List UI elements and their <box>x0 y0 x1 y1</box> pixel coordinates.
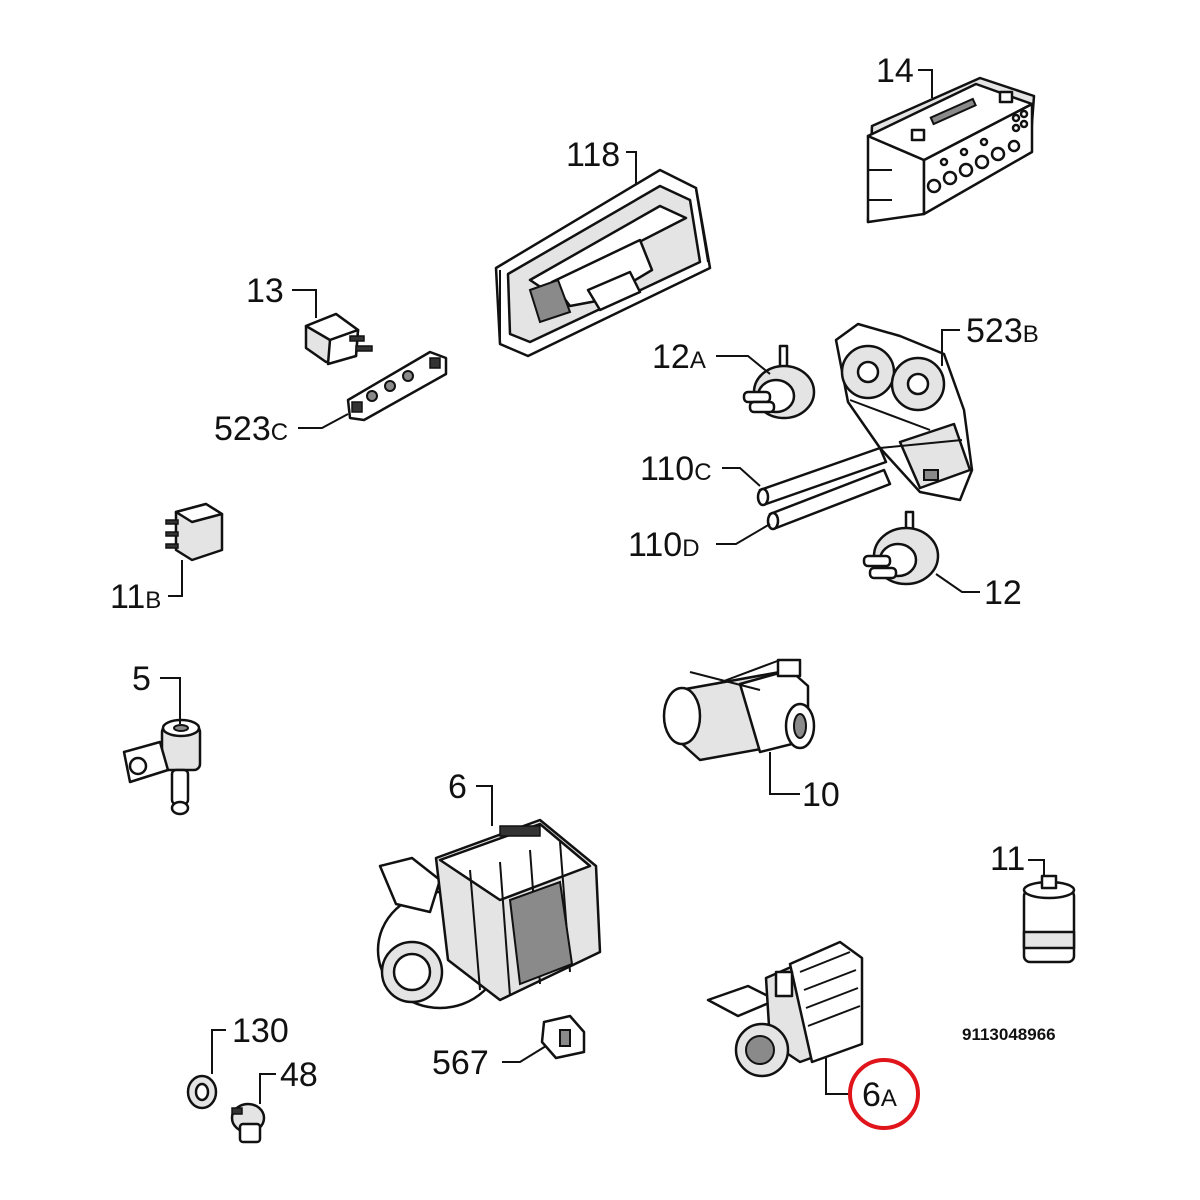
callout-11: 11 <box>990 840 1025 878</box>
leader-12 <box>935 573 980 593</box>
leader-5 <box>160 677 181 724</box>
leader-118 <box>626 151 637 184</box>
panel-knobs <box>926 109 1029 194</box>
part-6-circulation-pump <box>376 818 602 1010</box>
leader-523c <box>298 413 349 429</box>
part-118-door-panel <box>494 168 712 358</box>
part-523b-mounting-plate <box>834 322 974 502</box>
callout-10: 10 <box>802 776 840 814</box>
leader-110c <box>722 467 761 487</box>
callout-11b: 11B <box>110 578 161 616</box>
callout-48: 48 <box>280 1056 318 1094</box>
callout-12: 12 <box>984 574 1022 612</box>
callout-110d: 110D <box>628 526 700 564</box>
leader-13 <box>292 289 317 318</box>
callout-6: 6 <box>448 768 467 806</box>
part-10-heater <box>662 658 816 762</box>
callout-523c: 523C <box>214 410 288 448</box>
callout-130: 130 <box>232 1012 289 1050</box>
highlight-circle <box>848 1058 920 1130</box>
leader-130 <box>211 1029 226 1074</box>
part-6a-drain-pump <box>706 940 864 1078</box>
part-11b-relay <box>165 502 224 562</box>
leader-110d <box>716 523 771 545</box>
part-110d-hose <box>766 468 892 531</box>
callout-118: 118 <box>566 136 620 174</box>
part-11-capacitor <box>1022 874 1076 964</box>
leader-14 <box>918 69 933 98</box>
leader-11b <box>168 560 183 597</box>
callout-12a: 12A <box>652 338 706 376</box>
part-13-switch <box>304 312 373 366</box>
callout-110c: 110C <box>640 450 712 488</box>
callout-6a: 6A <box>862 1076 897 1114</box>
callout-523b: 523B <box>966 312 1039 350</box>
leader-12a <box>716 355 771 375</box>
leader-11 <box>1028 859 1045 876</box>
callout-14: 14 <box>876 52 914 90</box>
callout-5: 5 <box>132 660 151 698</box>
part-130-seal-ring <box>186 1074 218 1110</box>
part-5-inlet-valve <box>122 718 202 816</box>
leader-48 <box>259 1073 276 1104</box>
part-110c-hose <box>756 446 888 507</box>
callout-567: 567 <box>432 1044 489 1082</box>
part-14-control-panel <box>866 76 1036 224</box>
leader-567 <box>502 1045 547 1063</box>
leader-523b <box>941 329 960 366</box>
part-48-plug <box>230 1102 266 1144</box>
leader-10 <box>769 752 800 795</box>
leader-6 <box>476 785 493 826</box>
part-567-clip <box>540 1014 586 1060</box>
part-523c-bracket <box>346 350 448 422</box>
leader-6a <box>825 1058 852 1095</box>
callout-13: 13 <box>246 272 284 310</box>
part-12a-pressure-switch <box>742 344 816 420</box>
part-12-pressure-switch <box>862 510 940 586</box>
reference-number: 9113048966 <box>962 1025 1056 1044</box>
